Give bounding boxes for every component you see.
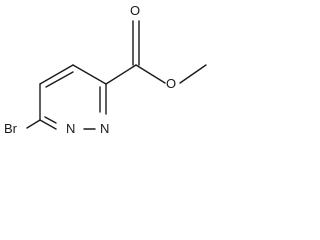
atom-label-nitrogen-1: N	[66, 121, 75, 136]
atom-label-ester-oxygen: O	[166, 76, 176, 91]
bond-c3-carbonyl	[105, 64, 137, 85]
bond-c6-br	[26, 119, 41, 129]
bond-n1-c6	[39, 119, 57, 130]
molecule-canvas: Br N N O O	[0, 0, 226, 138]
bond-c5-c4	[39, 64, 74, 85]
atom-label-bromine: Br	[4, 121, 18, 136]
bond-c4-c3	[72, 64, 107, 85]
bond-ester-o-methyl	[179, 64, 207, 84]
bond-c5-c4-inner	[45, 71, 74, 88]
bond-n1-c6-inner	[44, 116, 57, 124]
atom-label-nitrogen-2: N	[100, 121, 109, 136]
structure-diagram: Br N N O O	[4, 3, 207, 136]
bond-carbonyl-ester-o	[135, 64, 166, 84]
atom-label-carbonyl-oxygen: O	[130, 3, 140, 18]
